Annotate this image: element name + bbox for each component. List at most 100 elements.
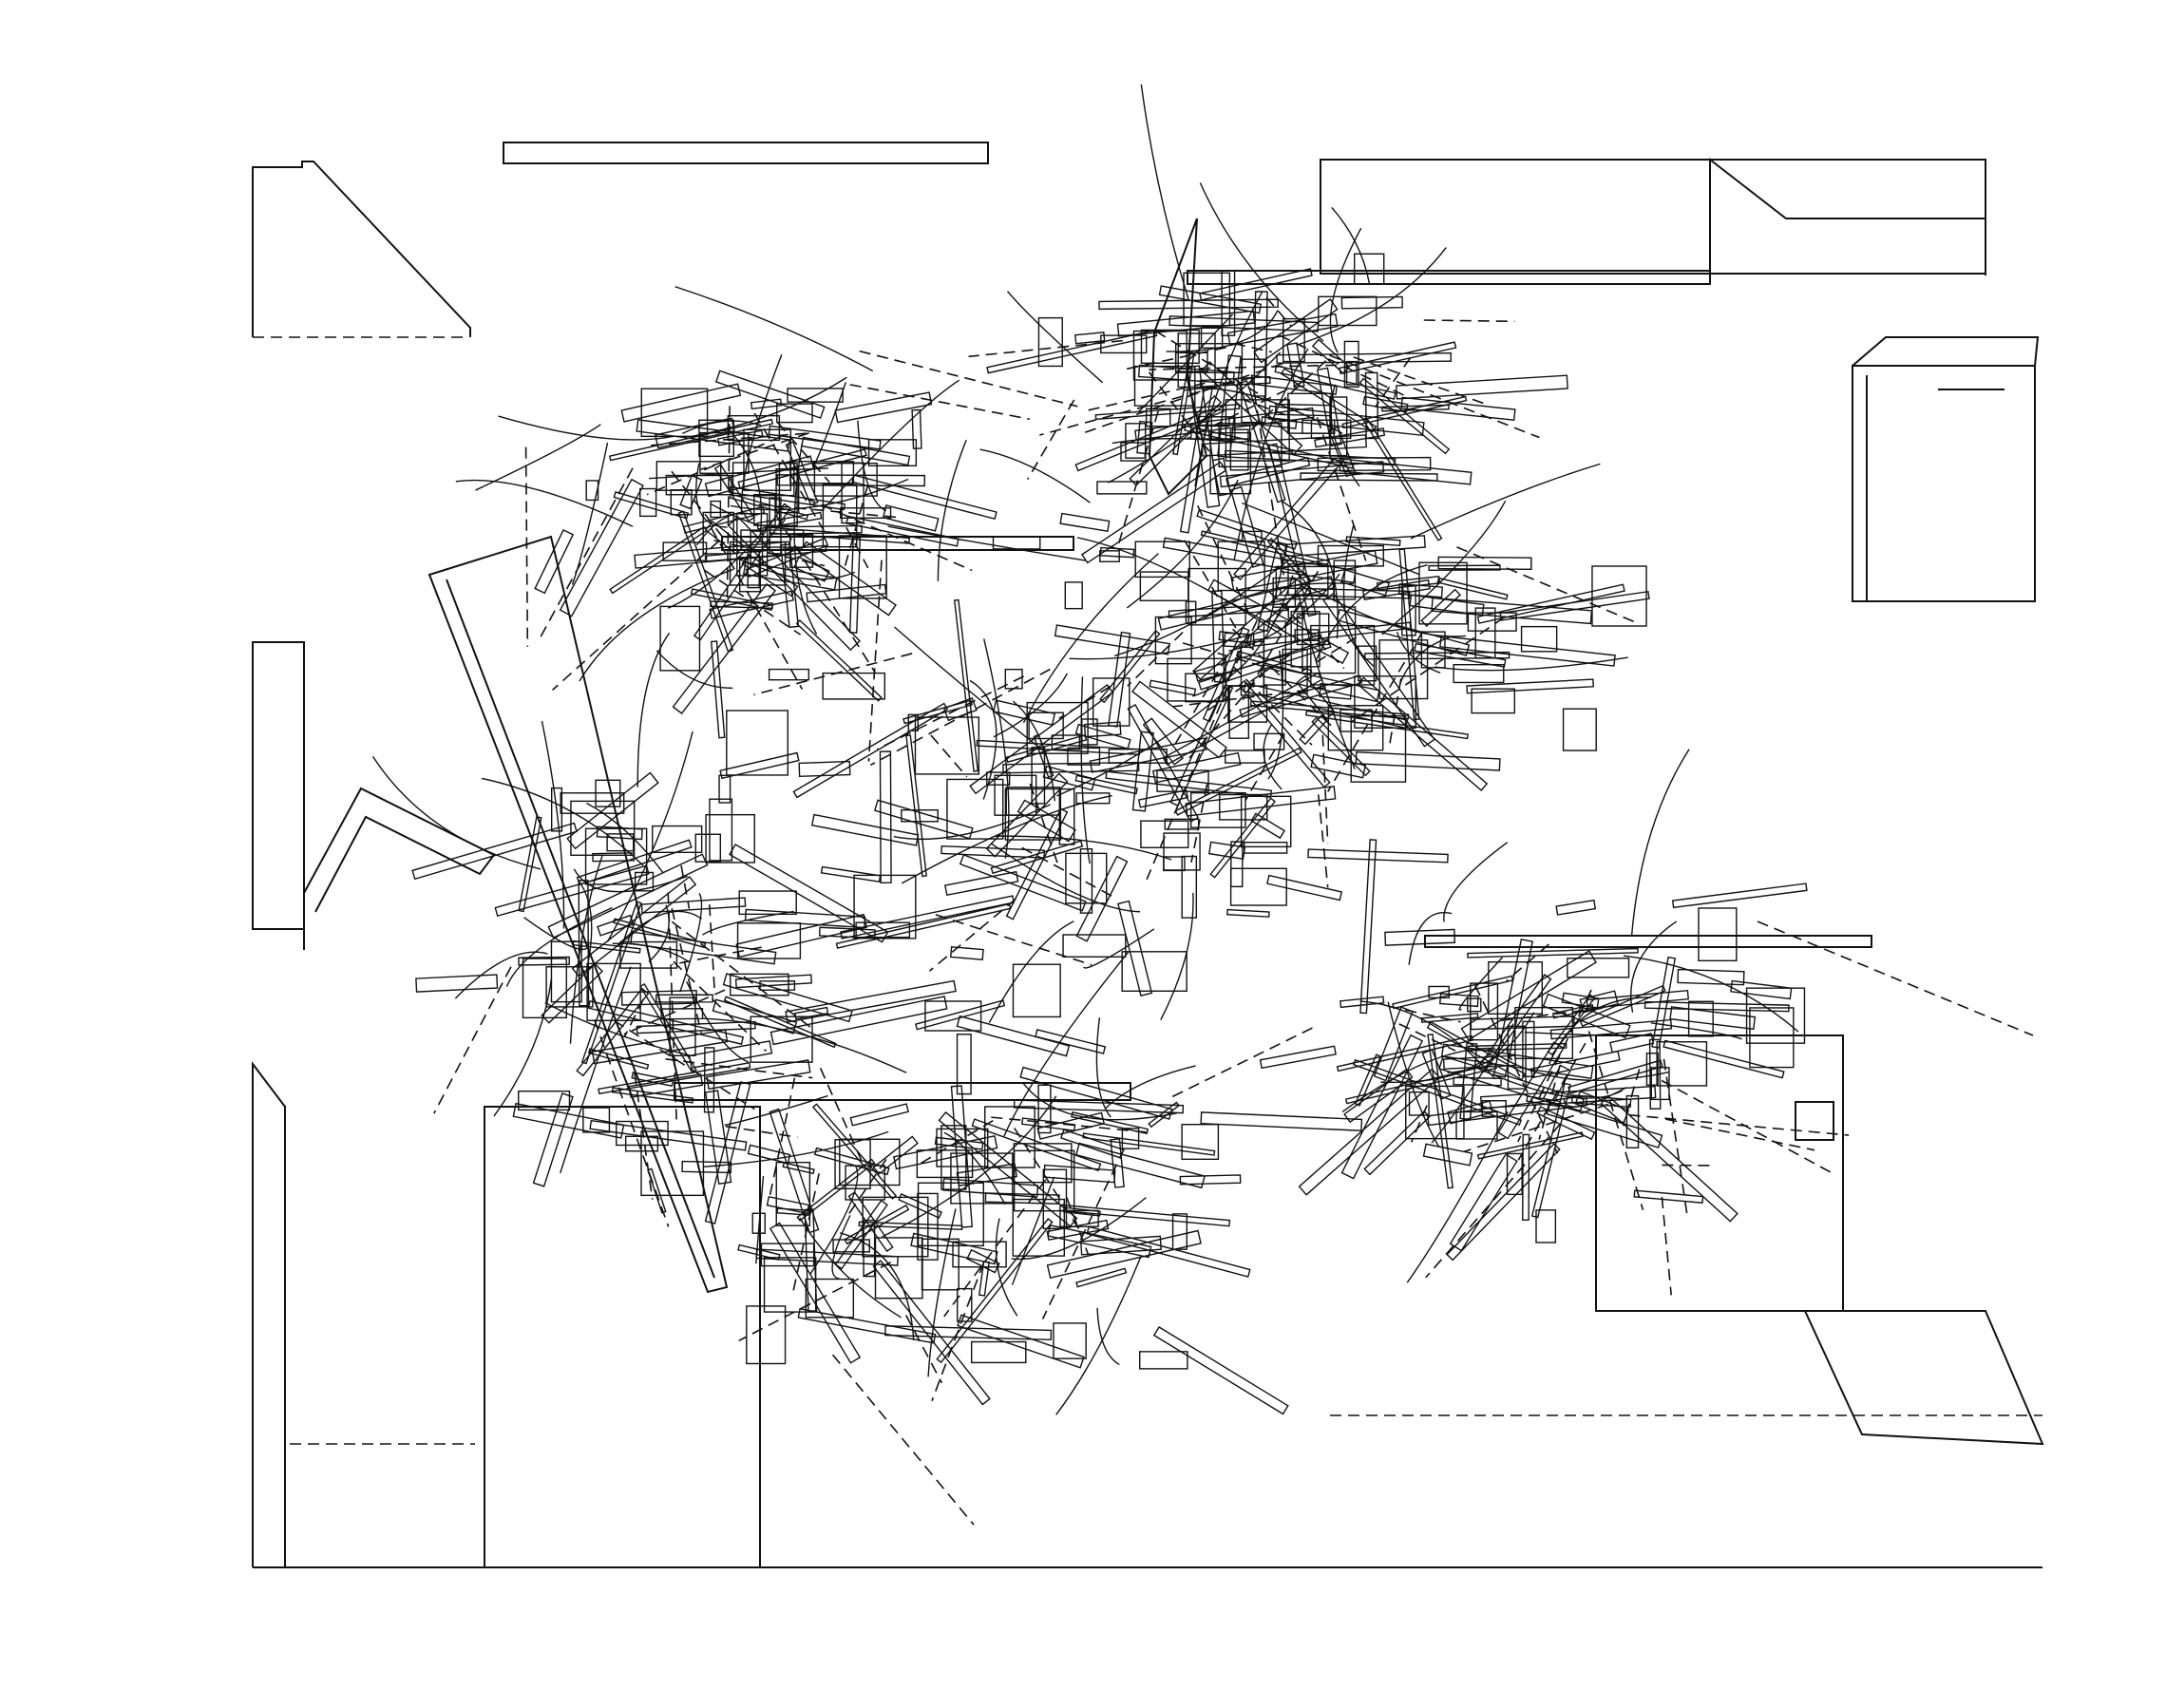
beam-fragment (1579, 984, 1666, 1028)
dashed-fragment (930, 734, 968, 778)
arc-fragment (988, 920, 1074, 1024)
dashed-fragment (613, 1019, 755, 1110)
beam-fragment (1099, 546, 1135, 559)
arc-fragment (1623, 955, 1799, 1033)
beam-fragment (1266, 874, 1343, 901)
dashed-fragment (1327, 630, 1424, 792)
dashed-fragment (1244, 733, 1285, 801)
box-fragment (746, 1305, 787, 1365)
beam-fragment (688, 1040, 773, 1070)
box-fragment (1181, 1124, 1220, 1161)
arc-fragment (857, 420, 887, 512)
arc-fragment (1408, 912, 1453, 965)
box-fragment (1229, 428, 1249, 471)
dashed-fragment (1302, 636, 1358, 673)
box-fragment (994, 774, 1037, 816)
beam-fragment (1420, 588, 1461, 628)
beam-fragment (846, 515, 960, 547)
arc-fragment (1137, 313, 1234, 413)
beam-fragment (984, 1192, 1060, 1205)
right-box-top (1852, 336, 2040, 367)
beam-fragment (1522, 1133, 1530, 1221)
dashed-fragment (1316, 417, 1367, 561)
beam-fragment (1134, 407, 1315, 441)
box-fragment (736, 922, 802, 959)
dashed-fragment (1148, 371, 1210, 452)
beam-fragment (1669, 1006, 1757, 1031)
box-fragment (1189, 791, 1246, 828)
beam-fragment (1046, 1229, 1202, 1280)
arc-fragment (993, 673, 1068, 738)
arc-fragment (937, 439, 967, 581)
beam-fragment (766, 1196, 810, 1215)
beam-fragment (592, 852, 636, 863)
box-fragment (986, 771, 1011, 786)
arc-fragment (901, 794, 1112, 884)
box-fragment (1506, 1152, 1523, 1196)
beam-fragment (882, 504, 940, 532)
beam-fragment (1162, 672, 1323, 766)
box-fragment (1012, 963, 1061, 1018)
dashed-fragment (831, 1354, 975, 1526)
dashed-fragment (774, 514, 876, 674)
beam-fragment (834, 391, 933, 424)
dashed-fragment (1084, 382, 1206, 412)
box-fragment (1156, 769, 1209, 792)
beam-fragment (710, 600, 773, 610)
right-dashed-diagonal (1757, 920, 2034, 1036)
beam-fragment (1453, 1076, 1502, 1087)
box-fragment (570, 800, 636, 856)
beam-fragment (1579, 990, 1619, 1014)
beam-fragment (690, 588, 773, 611)
beam-fragment (710, 640, 726, 739)
beam-fragment (792, 702, 949, 799)
beam-fragment (1086, 1225, 1251, 1278)
arc-fragment (656, 650, 733, 690)
box-fragment (709, 798, 733, 862)
arc-fragment (1524, 1031, 1613, 1036)
beam-fragment (1224, 449, 1396, 466)
box-fragment (751, 1212, 766, 1234)
beam-fragment (734, 974, 812, 989)
beam-fragment (798, 760, 851, 778)
dashed-fragment (1207, 654, 1291, 712)
arc-fragment (1022, 553, 1159, 724)
box-fragment (1698, 907, 1738, 962)
bottom-left-frame (252, 1061, 286, 1567)
dashed-fragment (738, 1262, 891, 1342)
box-fragment (1333, 560, 1357, 600)
arc-fragment (738, 558, 855, 580)
beam-fragment (1267, 405, 1425, 437)
box-fragment (584, 827, 648, 885)
box-fragment (718, 774, 732, 804)
arc-fragment (577, 879, 593, 972)
arc-fragment (943, 1131, 1006, 1205)
dashed-fragment (671, 908, 702, 1034)
beam-fragment (1186, 365, 1221, 508)
box-fragment (545, 966, 594, 1008)
arc-fragment (990, 843, 1141, 913)
beam-fragment (1395, 374, 1568, 400)
dashed-fragment (867, 560, 883, 762)
beam-fragment (1169, 683, 1234, 807)
beam-fragment (628, 1072, 704, 1098)
beam-fragment (1316, 367, 1342, 447)
beam-fragment (1142, 717, 1184, 766)
long-beam-4 (1424, 935, 1872, 948)
box-fragment (845, 1165, 885, 1201)
box-fragment (1134, 541, 1190, 579)
beam-fragment (1152, 1326, 1289, 1415)
dashed-fragment (1149, 364, 1338, 370)
dashed-fragment (1321, 734, 1329, 845)
dashed-fragment (1662, 1058, 1688, 1217)
box-fragment (698, 419, 735, 458)
beam-fragment (1168, 315, 1320, 332)
beam-fragment (966, 1248, 1000, 1274)
dashed-fragment (1242, 570, 1320, 701)
arc-fragment (1233, 348, 1309, 561)
beam-fragment (518, 816, 542, 913)
beam-fragment (872, 1260, 991, 1406)
dashed-fragment (804, 497, 973, 572)
box-fragment (669, 996, 696, 1056)
box-fragment (952, 1241, 1007, 1268)
